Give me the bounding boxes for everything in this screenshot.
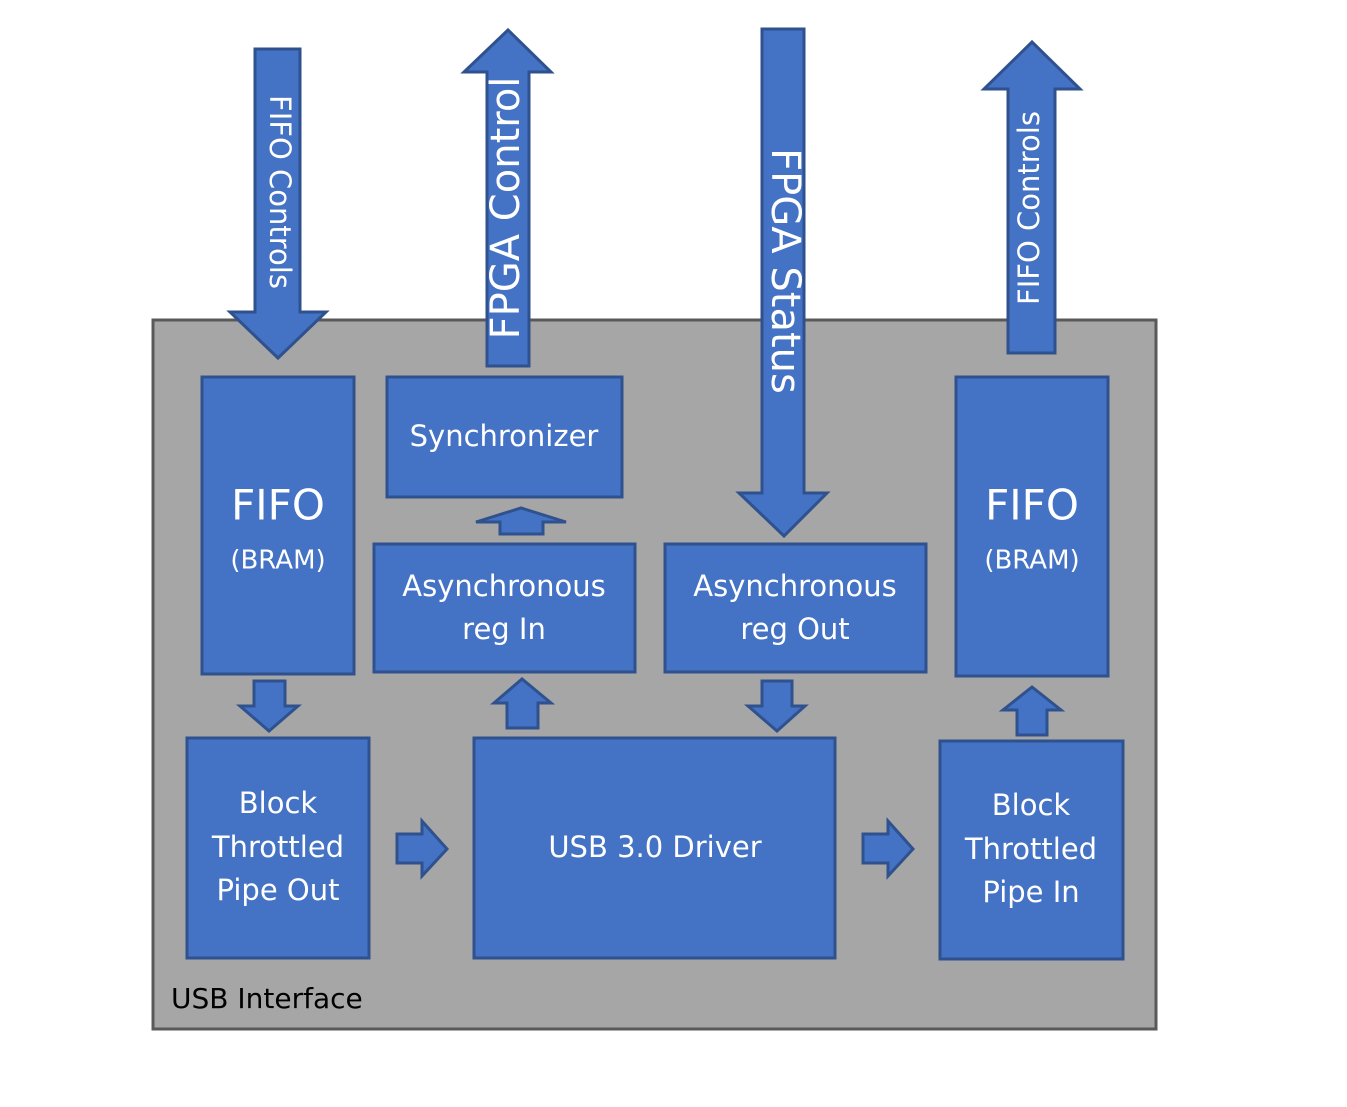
usb-to-async-in-arrow <box>489 677 556 730</box>
pipe-out-line2: Throttled <box>211 830 344 864</box>
fpga-status-in-arrow <box>735 27 831 539</box>
fifo-right-subtitle: (BRAM) <box>984 546 1079 576</box>
async-reg-out-block <box>663 542 928 674</box>
fifo-left-block <box>200 375 356 676</box>
usb-to-pipe-in-arrow <box>861 817 916 880</box>
fifo-right-title: FIFO <box>985 481 1079 530</box>
fifo-right-block <box>954 375 1110 678</box>
async-out-to-usb-arrow <box>743 679 809 733</box>
pipe-in-line1: Block <box>992 788 1071 822</box>
async-in-to-sync-arrow <box>475 506 567 536</box>
pipe-in-to-fifo-right-arrow <box>998 685 1066 737</box>
fpga-control-out-label: FPGA Control <box>483 77 529 340</box>
fifo-left-to-pipe-out-arrow <box>235 679 303 733</box>
pipe-in-line2: Throttled <box>964 832 1097 866</box>
async-reg-in-line2: reg In <box>462 612 546 646</box>
fpga-status-in-label: FPGA Status <box>762 148 808 394</box>
fifo-controls-in-arrow <box>226 47 330 361</box>
fifo-controls-in-label: FIFO Controls <box>263 95 297 289</box>
pipe-in-block <box>938 739 1125 961</box>
fifo-controls-out-arrow <box>980 39 1084 355</box>
pipe-out-line1: Block <box>239 786 318 820</box>
async-reg-in-block <box>372 542 637 674</box>
pipe-out-to-usb-arrow <box>395 817 450 880</box>
fpga-control-out-arrow <box>460 27 555 368</box>
fifo-left-subtitle: (BRAM) <box>230 546 325 576</box>
synchronizer-block <box>385 375 624 499</box>
pipe-out-block <box>185 736 371 960</box>
async-reg-in-line1: Asynchronous <box>402 569 605 603</box>
fifo-controls-out-label: FIFO Controls <box>1012 111 1046 305</box>
pipe-out-line3: Pipe Out <box>217 873 340 907</box>
pipe-in-line3: Pipe In <box>982 875 1079 909</box>
usb-driver-label: USB 3.0 Driver <box>548 830 761 864</box>
async-reg-out-line2: reg Out <box>740 612 849 646</box>
async-reg-out-line1: Asynchronous <box>693 569 896 603</box>
fifo-left-title: FIFO <box>231 481 325 530</box>
usb-driver-block <box>472 736 837 960</box>
usb-interface-label: USB Interface <box>171 982 363 1015</box>
synchronizer-label: Synchronizer <box>410 419 599 453</box>
